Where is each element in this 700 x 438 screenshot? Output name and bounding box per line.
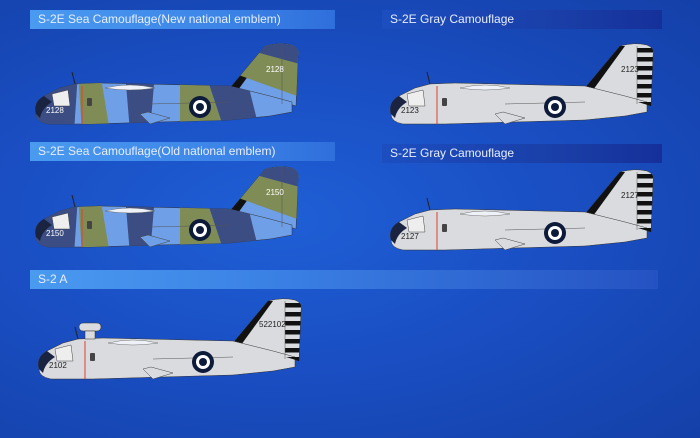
engine-nacelle	[104, 207, 156, 214]
national-roundel-icon	[192, 351, 214, 373]
side-window	[87, 98, 92, 106]
engine-nacelle	[104, 84, 156, 91]
section-header-3: S-2E Sea Camouflage(Old national emblem)	[30, 142, 335, 161]
tail-serial: 2150	[266, 188, 284, 197]
aircraft-drawing: 2123 2123	[390, 43, 654, 125]
nose-serial: 2150	[46, 229, 64, 238]
nose-antiglare	[390, 96, 407, 118]
section-title: S-2E Gray Camouflage	[390, 12, 515, 26]
aircraft-drawing: 2128 2128	[35, 43, 299, 125]
aircraft-drawing: 2127 2127	[390, 169, 654, 251]
national-roundel-icon	[189, 219, 211, 241]
aircraft-profile-5: 2102 522102	[33, 297, 303, 387]
cockpit-window	[51, 89, 71, 107]
nose-serial: 2123	[401, 106, 419, 115]
nose-serial: 2102	[49, 361, 67, 370]
engine-nacelle	[459, 210, 511, 217]
aircraft-profile-2: 2123 2123	[385, 42, 655, 132]
nose-antiglare	[38, 351, 55, 373]
tail-serial: 522102	[259, 320, 286, 329]
nose-serial: 2127	[401, 232, 419, 241]
section-header-1: S-2E Sea Camouflage(New national emblem)	[30, 10, 335, 29]
tail-serial: 2128	[266, 65, 284, 74]
aircraft-profile-3: 2150 2150	[30, 165, 300, 255]
nose-serial: 2128	[46, 106, 64, 115]
national-roundel-icon	[544, 96, 566, 118]
cockpit-window	[406, 89, 426, 107]
landing-gear-fairing	[142, 366, 174, 380]
landing-gear-fairing	[494, 111, 526, 125]
engine-nacelle	[459, 84, 511, 91]
fin-leading-edge	[233, 301, 273, 345]
national-roundel-icon	[544, 222, 566, 244]
landing-gear-fairing	[139, 234, 171, 248]
national-roundel-icon	[189, 96, 211, 118]
section-title: S-2 A	[38, 272, 68, 286]
section-title: S-2E Sea Camouflage(New national emblem)	[38, 12, 281, 26]
cockpit-window	[406, 215, 426, 233]
tail-serial: 2123	[621, 65, 639, 74]
nose-antiglare	[35, 219, 52, 241]
section-title: S-2E Sea Camouflage(Old national emblem)	[38, 144, 276, 158]
cockpit-window	[54, 344, 74, 362]
landing-gear-fairing	[139, 111, 171, 125]
section-title: S-2E Gray Camouflage	[390, 146, 515, 160]
nose-antiglare	[390, 222, 407, 244]
section-header-5: S-2 A	[30, 270, 658, 289]
section-header-2: S-2E Gray Camouflage	[382, 10, 662, 29]
aircraft-profile-1: 2128 2128	[30, 42, 300, 132]
side-window	[90, 353, 95, 361]
side-window	[442, 98, 447, 106]
aircraft-drawing: 2102 522102	[38, 298, 302, 380]
antenna	[74, 326, 79, 340]
aircraft-drawing: 2150 2150	[35, 166, 299, 248]
cockpit-window	[51, 212, 71, 230]
section-header-4: S-2E Gray Camouflage	[382, 144, 662, 163]
landing-gear-fairing	[494, 237, 526, 251]
tail-serial: 2127	[621, 191, 639, 200]
antenna	[426, 197, 431, 211]
engine-nacelle	[107, 339, 159, 346]
antenna	[71, 194, 76, 208]
side-window	[442, 224, 447, 232]
radome	[78, 322, 102, 332]
aircraft-profile-4: 2127 2127	[385, 168, 655, 258]
nose-antiglare	[35, 96, 52, 118]
fin-leading-edge	[585, 46, 625, 90]
antenna	[71, 71, 76, 85]
side-window	[87, 221, 92, 229]
fin-leading-edge	[585, 172, 625, 216]
antenna	[426, 71, 431, 85]
